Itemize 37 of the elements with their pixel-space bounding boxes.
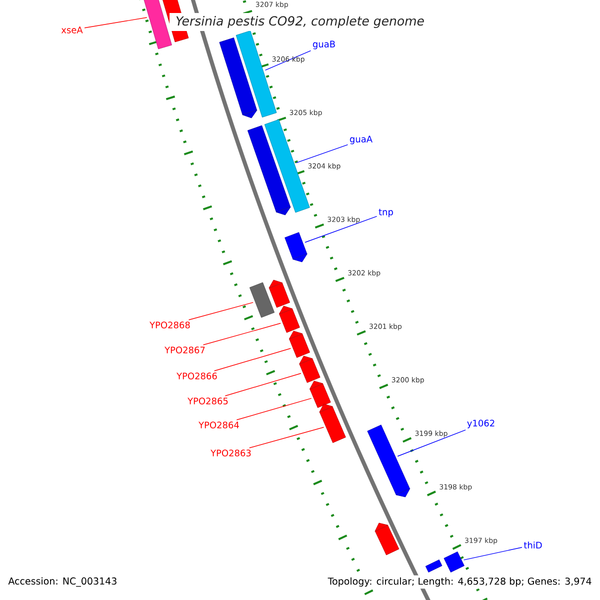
leader-line	[202, 322, 281, 346]
gene-block	[264, 119, 310, 213]
leader-line	[249, 426, 324, 448]
gene-block	[367, 424, 410, 498]
leader-line	[236, 398, 312, 420]
gene-label: xseA	[61, 26, 83, 34]
gene-block	[319, 404, 346, 443]
gene-block	[247, 125, 291, 216]
gene-label: YPO2867	[164, 346, 205, 354]
gene-label: guaB	[312, 40, 335, 50]
gene-label: thiD	[524, 542, 542, 548]
gene-label: YPO2865	[188, 398, 228, 404]
footer-text: Topology: circular; Length: 4,653,728 bp; Genes: 3,974	[326, 575, 594, 589]
leader-line	[84, 17, 148, 28]
leader-line	[296, 144, 348, 164]
gene-block	[219, 38, 258, 118]
gene-label: YPO2864	[198, 422, 239, 428]
gene-label: YPO2863	[210, 450, 251, 456]
leader-line	[188, 302, 254, 320]
title-banner: Yersinia pestis CO92, complete genome	[170, 12, 430, 32]
gene-block	[425, 560, 442, 572]
gene-label: YPO2866	[176, 372, 217, 380]
leader-line	[397, 430, 466, 457]
leader-line	[304, 216, 378, 243]
gene-label: guaA	[350, 136, 372, 144]
gene-block	[284, 232, 308, 262]
footer-text: Accession: NC_003143	[6, 575, 120, 589]
leader-line	[264, 50, 312, 70]
leader-line	[224, 373, 302, 396]
gene-block	[374, 522, 400, 556]
leader-line	[214, 348, 292, 372]
gene-label: y1062	[467, 420, 494, 428]
gene-block	[249, 282, 275, 318]
gene-label: tnp	[378, 208, 393, 218]
leader-line	[463, 547, 522, 560]
gene-block	[444, 552, 464, 572]
gene-label: YPO2868	[150, 322, 190, 328]
